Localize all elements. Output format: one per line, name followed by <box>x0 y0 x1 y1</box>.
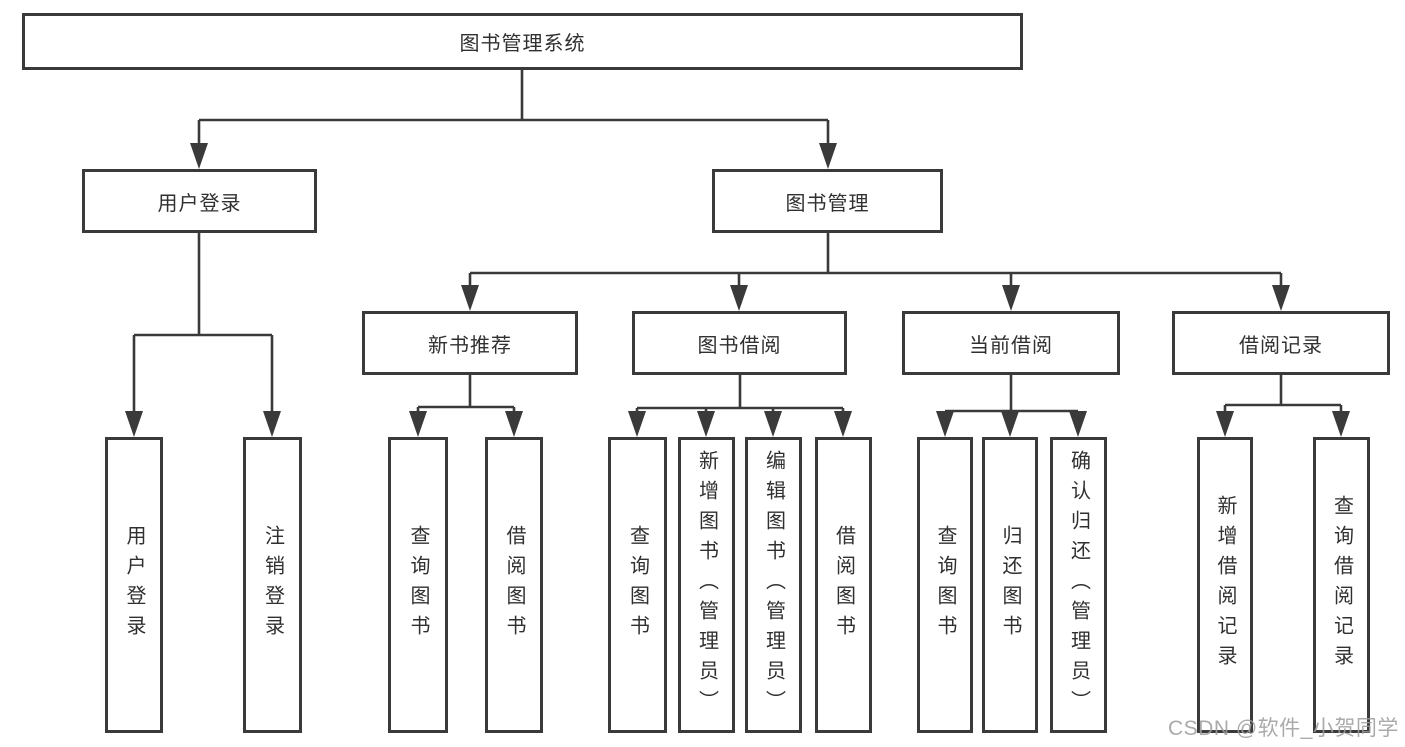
module-borrow-records-label: 借阅记录 <box>1239 334 1323 357</box>
leaf-query-books-current-label: 查询图书 <box>934 525 956 645</box>
connector-book-branch <box>468 233 1283 288</box>
module-borrow-records: 借阅记录 <box>1172 311 1390 375</box>
leaf-query-books: 查询图书 <box>608 437 667 733</box>
connector-bookborrow-branch <box>635 375 845 414</box>
leaf-borrow-books-recommend-label: 借阅图书 <box>503 525 525 645</box>
leaf-query-books-recommend-label: 查询图书 <box>407 525 429 645</box>
module-book-borrow: 图书借阅 <box>632 311 847 375</box>
root-node-library-system: 图书管理系统 <box>22 13 1023 70</box>
module-book-borrow-label: 图书借阅 <box>697 334 782 357</box>
leaf-logout-label: 注销登录 <box>261 525 284 645</box>
arrowhead-icon <box>461 285 1290 311</box>
leaf-confirm-return-admin: 确认归还（管理员） <box>1050 437 1107 733</box>
branch-user-login-label: 用户登录 <box>157 192 242 215</box>
connector-root-branch <box>197 70 830 146</box>
module-current-borrow: 当前借阅 <box>902 311 1120 375</box>
leaf-edit-books-admin-label: 编辑图书（管理员） <box>762 450 785 720</box>
arrowhead-icon <box>190 143 837 169</box>
leaf-query-books-recommend: 查询图书 <box>388 437 448 733</box>
connector-user-branch <box>132 233 274 414</box>
arrowhead-icon <box>628 411 852 437</box>
connector-currentborrow-branch <box>943 375 1080 414</box>
leaf-borrow-books: 借阅图书 <box>815 437 872 733</box>
leaf-confirm-return-admin-label: 确认归还（管理员） <box>1067 450 1090 720</box>
connector-newbook-branch <box>416 375 516 414</box>
branch-book-management: 图书管理 <box>712 169 943 233</box>
leaf-add-borrow-record-label: 新增借阅记录 <box>1214 495 1236 675</box>
leaf-add-books-admin: 新增图书（管理员） <box>678 437 735 733</box>
arrowhead-icon <box>936 411 1087 437</box>
leaf-query-books-label: 查询图书 <box>626 525 649 645</box>
arrowhead-icon <box>409 411 523 437</box>
connector-records-branch <box>1223 375 1343 414</box>
leaf-user-login-label: 用户登录 <box>123 525 145 645</box>
leaf-add-borrow-record: 新增借阅记录 <box>1197 437 1253 733</box>
module-new-book-recommend: 新书推荐 <box>362 311 578 375</box>
leaf-borrow-books-recommend: 借阅图书 <box>485 437 543 733</box>
arrowhead-icon <box>125 411 281 437</box>
module-new-book-recommend-label: 新书推荐 <box>428 334 512 357</box>
leaf-user-login: 用户登录 <box>105 437 163 733</box>
leaf-query-borrow-record: 查询借阅记录 <box>1313 437 1370 733</box>
leaf-query-books-current: 查询图书 <box>917 437 973 733</box>
leaf-logout: 注销登录 <box>243 437 302 733</box>
leaf-borrow-books-label: 借阅图书 <box>832 525 855 645</box>
leaf-edit-books-admin: 编辑图书（管理员） <box>745 437 802 733</box>
branch-book-management-label: 图书管理 <box>785 192 870 215</box>
csdn-watermark: CSDN @软件_小贺同学 <box>1168 717 1399 740</box>
leaf-return-books: 归还图书 <box>982 437 1038 733</box>
module-current-borrow-label: 当前借阅 <box>969 334 1053 357</box>
leaf-return-books-label: 归还图书 <box>999 525 1021 645</box>
branch-user-login: 用户登录 <box>82 169 317 233</box>
leaf-add-books-admin-label: 新增图书（管理员） <box>695 450 718 720</box>
arrowhead-icon <box>1216 411 1350 437</box>
root-node-label: 图书管理系统 <box>459 33 586 55</box>
leaf-query-borrow-record-label: 查询借阅记录 <box>1330 495 1353 675</box>
